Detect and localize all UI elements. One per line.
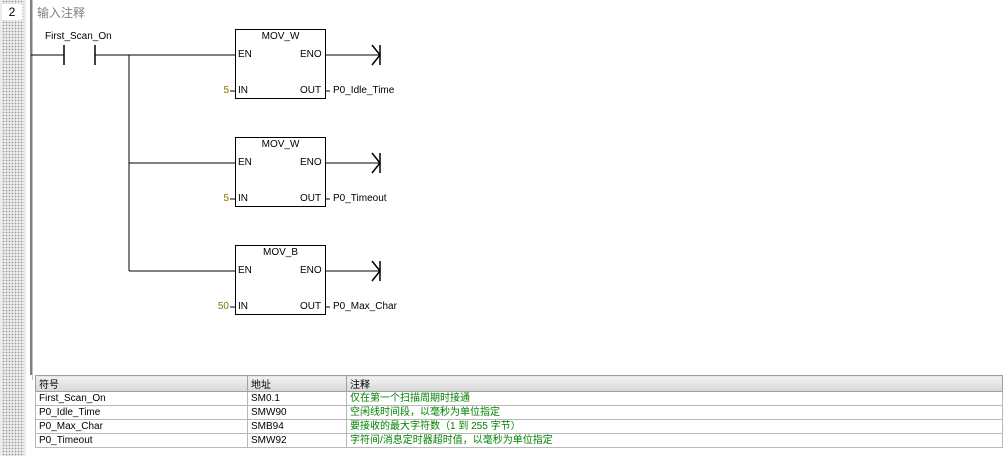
eno-arrow-2 — [371, 152, 381, 174]
block-2-in: IN — [238, 193, 248, 204]
block-1-out: OUT — [300, 85, 322, 96]
block-2-in-value[interactable]: 5 — [223, 193, 229, 204]
symbol-table-header: 符号 地址 注释 — [35, 375, 1003, 392]
normally-open-contact[interactable] — [63, 45, 96, 65]
mov-block-1[interactable] — [235, 29, 326, 99]
network-comment[interactable]: 输入注释 — [37, 6, 86, 20]
block-1-eno: ENO — [300, 49, 322, 60]
block-1-title: MOV_W — [261, 31, 300, 42]
eno-arrow-1 — [371, 44, 381, 66]
address-cell[interactable]: SMB94 — [247, 419, 347, 434]
address-cell[interactable]: SM0.1 — [247, 391, 347, 406]
block-1-out-value[interactable]: P0_Idle_Time — [333, 85, 395, 96]
symbol-cell[interactable]: First_Scan_On — [35, 391, 248, 406]
ladder-diagram — [30, 0, 381, 375]
eno-arrow-3 — [371, 260, 381, 282]
gutter-pattern — [2, 0, 24, 456]
comment-cell[interactable]: 仅在第一个扫描周期时接通 — [346, 391, 1003, 406]
contact-label[interactable]: First_Scan_On — [45, 31, 112, 42]
mov-block-2[interactable] — [235, 137, 326, 207]
comment-cell[interactable]: 字符间/消息定时器超时值，以毫秒为单位指定 — [346, 433, 1003, 448]
symbol-cell[interactable]: P0_Timeout — [35, 433, 248, 448]
block-3-en: EN — [238, 265, 252, 276]
block-2-out: OUT — [300, 193, 322, 204]
comment-cell[interactable]: 要接收的最大字符数（1 到 255 字节） — [346, 419, 1003, 434]
block-3-out: OUT — [300, 301, 322, 312]
block-2-en: EN — [238, 157, 252, 168]
table-row[interactable]: First_Scan_On SM0.1 仅在第一个扫描周期时接通 — [35, 391, 1003, 406]
block-2-out-value[interactable]: P0_Timeout — [333, 193, 387, 204]
block-3-in: IN — [238, 301, 248, 312]
block-1-in: IN — [238, 85, 248, 96]
table-row[interactable]: P0_Timeout SMW92 字符间/消息定时器超时值，以毫秒为单位指定 — [35, 433, 1003, 448]
block-3-in-value[interactable]: 50 — [217, 301, 229, 312]
address-cell[interactable]: SMW90 — [247, 405, 347, 420]
header-symbol[interactable]: 符号 — [35, 375, 248, 392]
symbol-cell[interactable]: P0_Max_Char — [35, 419, 248, 434]
comment-cell[interactable]: 空闲线时间段，以毫秒为单位指定 — [346, 405, 1003, 420]
address-cell[interactable]: SMW92 — [247, 433, 347, 448]
symbol-cell[interactable]: P0_Idle_Time — [35, 405, 248, 420]
block-3-title: MOV_B — [262, 247, 298, 258]
header-comment[interactable]: 注释 — [346, 375, 1003, 392]
power-rail-divider — [32, 0, 33, 380]
network-gutter — [0, 0, 26, 456]
block-1-en: EN — [238, 49, 252, 60]
table-row[interactable]: P0_Max_Char SMB94 要接收的最大字符数（1 到 255 字节） — [35, 419, 1003, 434]
block-3-out-value[interactable]: P0_Max_Char — [333, 301, 397, 312]
block-3-eno: ENO — [300, 265, 322, 276]
block-2-eno: ENO — [300, 157, 322, 168]
table-row[interactable]: P0_Idle_Time SMW90 空闲线时间段，以毫秒为单位指定 — [35, 405, 1003, 420]
header-address[interactable]: 地址 — [247, 375, 347, 392]
mov-block-3[interactable] — [235, 245, 326, 315]
symbol-table: 符号 地址 注释 First_Scan_On SM0.1 仅在第一个扫描周期时接… — [35, 375, 1003, 448]
block-1-in-value[interactable]: 5 — [223, 85, 229, 96]
network-number[interactable]: 2 — [2, 4, 22, 20]
block-2-title: MOV_W — [261, 139, 300, 150]
